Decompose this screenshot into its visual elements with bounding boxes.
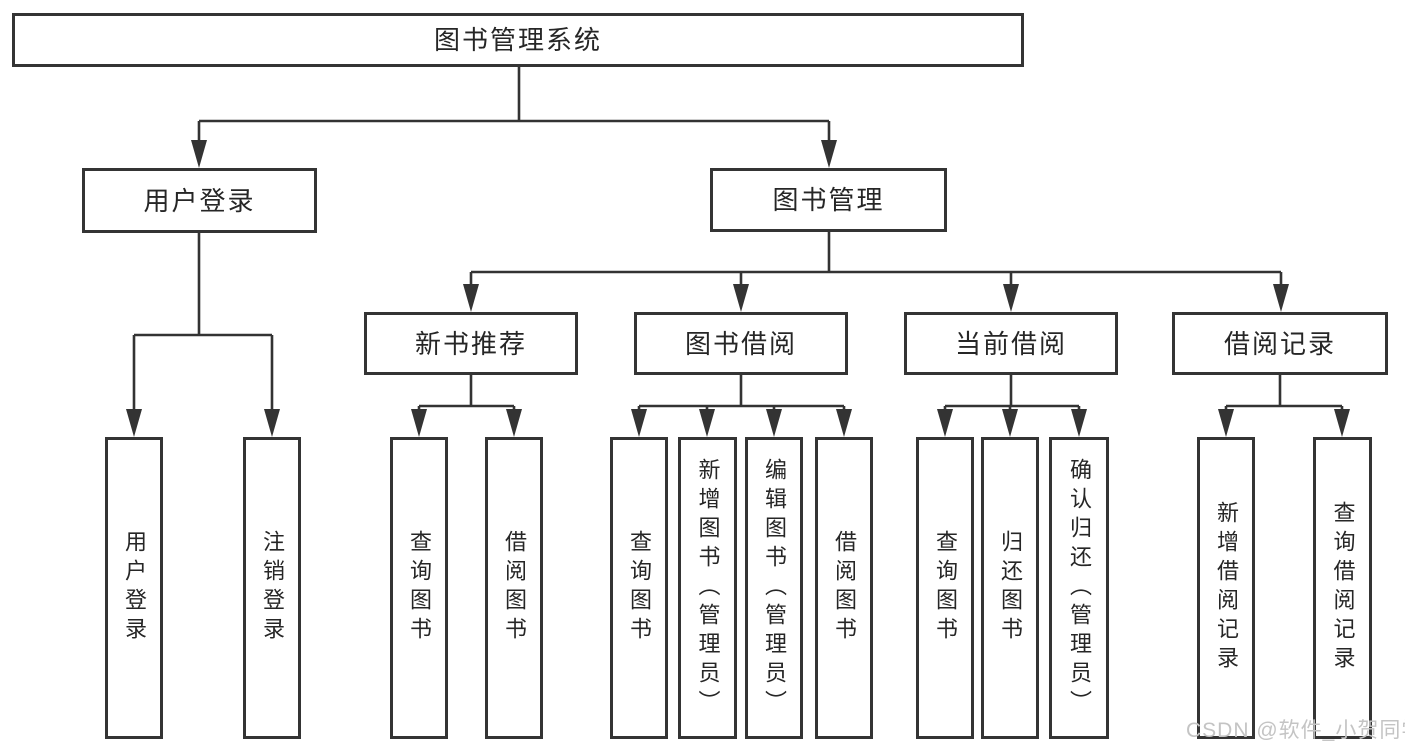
leaf-query-books-borrow: 查询图书 [610, 437, 668, 739]
connector-current-borrowing-children [943, 375, 1081, 413]
leaf-confirm-return-admin: 确认归还（管理员） [1049, 437, 1109, 739]
leaf-edit-books-admin: 编辑图书（管理员） [745, 437, 803, 739]
node-book-borrowing: 图书借阅 [634, 312, 848, 375]
leaf-borrow-books-borrow: 借阅图书 [815, 437, 873, 739]
leaf-user-login-label: 用户登录 [122, 530, 147, 646]
leaf-add-borrow-record-label: 新增借阅记录 [1214, 501, 1239, 675]
leaf-edit-books-admin-label: 编辑图书（管理员） [762, 457, 787, 719]
connector-new-book-children [417, 375, 516, 413]
node-user-login: 用户登录 [82, 168, 317, 233]
leaf-confirm-return-admin-label: 确认归还（管理员） [1067, 457, 1092, 719]
leaf-logout-login-label: 注销登录 [260, 530, 285, 646]
connector-book-management-children [469, 232, 1283, 288]
node-root: 图书管理系统 [12, 13, 1024, 67]
node-root-label: 图书管理系统 [433, 25, 602, 55]
leaf-add-books-admin-label: 新增图书（管理员） [695, 457, 721, 719]
leaf-add-borrow-record: 新增借阅记录 [1197, 437, 1255, 739]
leaf-borrow-books-recommend-label: 借阅图书 [502, 530, 527, 646]
node-new-book-recommendation: 新书推荐 [364, 312, 578, 375]
node-user-login-label: 用户登录 [143, 185, 256, 216]
leaf-query-books-recommend-label: 查询图书 [407, 530, 432, 646]
watermark: CSDN @软件_小贺同学 [1186, 719, 1405, 742]
arrowhead-icons [126, 140, 1350, 437]
node-borrowing-records: 借阅记录 [1172, 312, 1388, 375]
connector-user-login-children [132, 233, 274, 413]
node-current-borrowing-label: 当前借阅 [954, 328, 1067, 359]
leaf-return-books: 归还图书 [981, 437, 1039, 739]
connector-book-borrowing-children [637, 375, 846, 413]
leaf-query-books-borrow-label: 查询图书 [627, 530, 652, 646]
leaf-query-borrow-record: 查询借阅记录 [1313, 437, 1372, 739]
connector-borrowing-records-children [1224, 375, 1344, 413]
leaf-query-books-current: 查询图书 [916, 437, 974, 739]
leaf-borrow-books-recommend: 借阅图书 [485, 437, 543, 739]
leaf-add-books-admin: 新增图书（管理员） [678, 437, 737, 739]
node-book-management-label: 图书管理 [772, 185, 885, 215]
leaf-query-books-current-label: 查询图书 [933, 530, 958, 646]
node-borrowing-records-label: 借阅记录 [1223, 328, 1336, 359]
node-book-borrowing-label: 图书借阅 [684, 328, 797, 359]
node-new-book-recommendation-label: 新书推荐 [414, 328, 527, 359]
node-book-management: 图书管理 [710, 168, 947, 232]
leaf-query-borrow-record-label: 查询借阅记录 [1330, 501, 1356, 675]
leaf-borrow-books-borrow-label: 借阅图书 [832, 530, 857, 646]
node-current-borrowing: 当前借阅 [904, 312, 1118, 375]
leaf-user-login: 用户登录 [105, 437, 163, 739]
connector-root-to-level2 [197, 67, 831, 144]
leaf-return-books-label: 归还图书 [998, 530, 1023, 646]
leaf-query-books-recommend: 查询图书 [390, 437, 448, 739]
leaf-logout-login: 注销登录 [243, 437, 301, 739]
